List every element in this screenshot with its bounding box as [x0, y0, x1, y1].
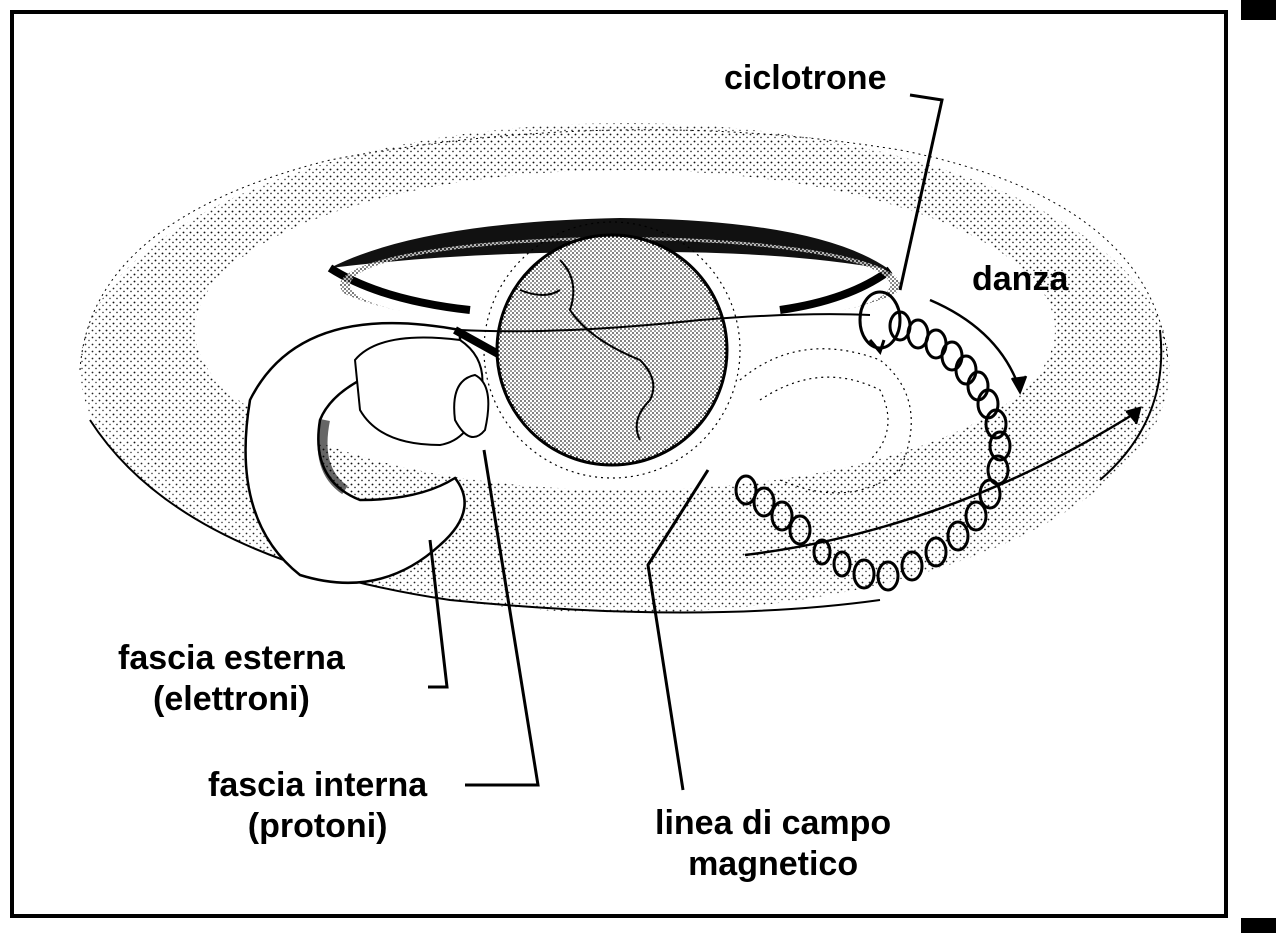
- leader-lines: [428, 93, 944, 791]
- label-fascia-esterna-sub: (elettroni): [153, 680, 310, 718]
- diagram-frame: [10, 10, 1228, 918]
- label-linea-campo: linea di campo magnetico: [655, 803, 891, 885]
- label-ciclotrone: ciclotrone: [724, 59, 887, 97]
- cyclotron-helix: [734, 290, 1012, 592]
- field-line-loops: [739, 348, 912, 494]
- corner-mark-top: [1241, 0, 1276, 20]
- label-danza: danza: [972, 260, 1069, 298]
- label-fascia-esterna-title: fascia esterna: [118, 639, 345, 677]
- equatorial-line: [459, 313, 871, 333]
- drift-arrows: [744, 298, 1142, 557]
- belt-cross-section: [244, 321, 502, 585]
- label-fascia-interna: fascia interna (protoni): [208, 765, 427, 847]
- label-fascia-interna-title: fascia interna: [208, 766, 428, 804]
- corner-mark-bottom: [1241, 918, 1276, 933]
- label-fascia-interna-sub: (protoni): [247, 807, 388, 845]
- label-fascia-esterna: fascia esterna (elettroni): [118, 638, 345, 720]
- label-linea-campo-sub: magnetico: [688, 845, 859, 883]
- label-linea-campo-title: linea di campo: [655, 804, 892, 842]
- earth-globe: [483, 221, 741, 479]
